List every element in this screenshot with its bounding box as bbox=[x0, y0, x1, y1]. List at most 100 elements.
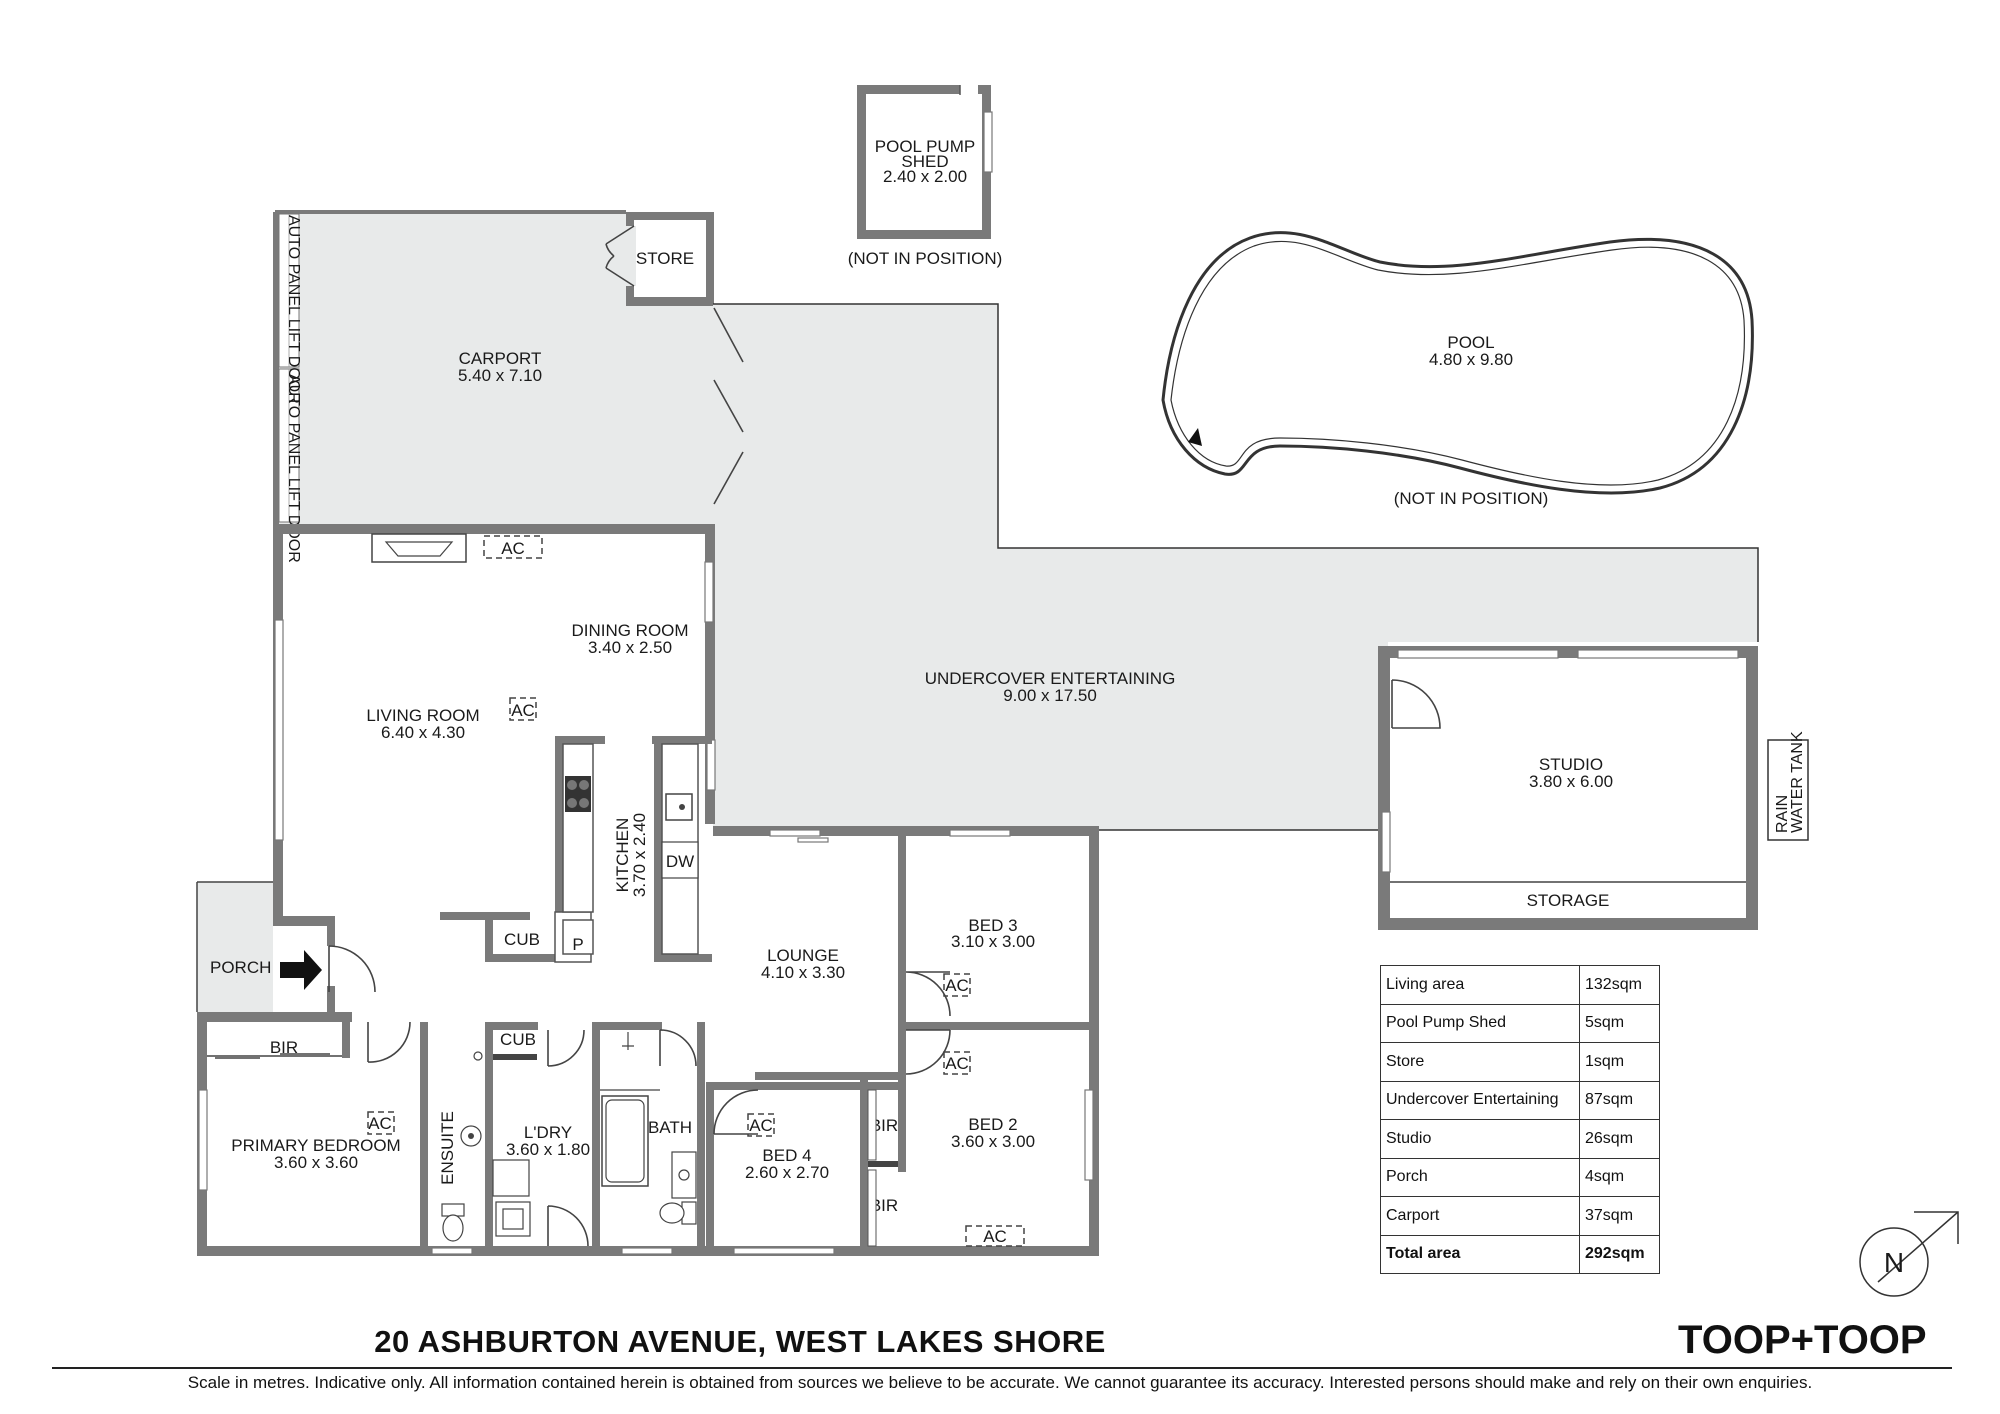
ac-label-5: AC bbox=[749, 1116, 773, 1135]
porch-label: PORCH bbox=[210, 958, 271, 977]
dining-room-dims: 3.40 x 2.50 bbox=[588, 638, 672, 657]
ldry-label: L'DRY bbox=[524, 1123, 572, 1142]
kitchen-label: KITCHEN bbox=[613, 818, 632, 893]
porch bbox=[197, 882, 273, 1012]
pool bbox=[1161, 231, 1754, 495]
undercover-dims: 9.00 x 17.50 bbox=[1003, 686, 1097, 705]
lounge-label: LOUNGE bbox=[767, 946, 839, 965]
pool-pump-shed-label-2: SHED bbox=[901, 152, 948, 171]
auto-door-label-2: AUTO PANEL LIFT DOOR bbox=[285, 374, 302, 563]
ac-unit-7 bbox=[965, 1225, 1025, 1247]
disclaimer-text: Scale in metres. Indicative only. All in… bbox=[187, 1373, 1813, 1392]
area-label: Studio bbox=[1380, 1119, 1580, 1159]
cub-label-1: CUB bbox=[504, 930, 540, 949]
area-value: 26sqm bbox=[1579, 1119, 1660, 1159]
pool-pump-shed-label: POOL PUMP bbox=[875, 137, 975, 156]
pool-note: (NOT IN POSITION) bbox=[1394, 489, 1549, 508]
bath-label: BATH bbox=[648, 1118, 692, 1137]
ac-label-3: AC bbox=[945, 976, 969, 995]
ac-unit-6 bbox=[367, 1111, 395, 1135]
pool-label: POOL bbox=[1447, 333, 1494, 352]
footer-divider bbox=[52, 1367, 1952, 1369]
area-value: 5sqm bbox=[1579, 1003, 1660, 1043]
cub-label-2: CUB bbox=[500, 1030, 536, 1049]
bir-bed4-label: BIR bbox=[870, 1116, 898, 1135]
entry-door[interactable] bbox=[328, 945, 376, 993]
area-value: 4sqm bbox=[1579, 1157, 1660, 1197]
studio-label: STUDIO bbox=[1539, 755, 1603, 774]
ac-unit-5 bbox=[747, 1113, 775, 1137]
area-label: Undercover Entertaining bbox=[1380, 1080, 1580, 1120]
bathroom-fixtures bbox=[441, 1032, 697, 1242]
compass-icon bbox=[1859, 1211, 1959, 1297]
ac-label-6: AC bbox=[368, 1114, 392, 1133]
ac-unit-2 bbox=[509, 697, 537, 721]
store bbox=[605, 212, 714, 306]
dining-room-label: DINING ROOM bbox=[571, 621, 688, 640]
ac-unit-3 bbox=[943, 973, 971, 997]
rain-water-tank bbox=[1767, 739, 1809, 841]
ac-label-1: AC bbox=[501, 539, 525, 558]
studio-dims: 3.80 x 6.00 bbox=[1529, 772, 1613, 791]
pool-dims: 4.80 x 9.80 bbox=[1429, 350, 1513, 369]
bir-bed2-label: BIR bbox=[870, 1196, 898, 1215]
bed3-dims: 3.10 x 3.00 bbox=[951, 932, 1035, 951]
fireplace-icon bbox=[371, 533, 467, 563]
pantry-label: P bbox=[572, 935, 583, 954]
ac-label-4: AC bbox=[945, 1054, 969, 1073]
area-value: 37sqm bbox=[1579, 1196, 1660, 1236]
area-value: 1sqm bbox=[1579, 1042, 1660, 1082]
ensuite-label: ENSUITE bbox=[438, 1111, 457, 1185]
living-room-dims: 6.40 x 4.30 bbox=[381, 723, 465, 742]
area-value: 87sqm bbox=[1579, 1080, 1660, 1120]
area-label: Carport bbox=[1380, 1196, 1580, 1236]
bed2-label: BED 2 bbox=[968, 1115, 1017, 1134]
brand-logo: TOOP+TOOP bbox=[1678, 1318, 1927, 1362]
bed3-label: BED 3 bbox=[968, 916, 1017, 935]
ac-label-7: AC bbox=[983, 1227, 1007, 1246]
wardrobes bbox=[867, 1089, 898, 1247]
ac-label-2: AC bbox=[511, 701, 535, 720]
main-house-walls bbox=[197, 524, 1099, 1256]
primary-bedroom-label: PRIMARY BEDROOM bbox=[231, 1136, 400, 1155]
rain-water-tank-label-2: WATER TANK bbox=[1789, 731, 1806, 833]
area-label: Total area bbox=[1380, 1234, 1580, 1274]
area-label: Store bbox=[1380, 1042, 1580, 1082]
ac-unit-4 bbox=[943, 1051, 971, 1075]
lounge-dims: 4.10 x 3.30 bbox=[761, 963, 845, 982]
kitchen-dims: 3.70 x 2.40 bbox=[630, 813, 649, 897]
area-value: 132sqm bbox=[1579, 965, 1660, 1005]
entry-arrow-icon bbox=[280, 950, 322, 990]
address-title: 20 ASHBURTON AVENUE, WEST LAKES SHORE bbox=[374, 1324, 1106, 1359]
auto-door-label-1: AUTO PANEL LIFT DOOR bbox=[285, 215, 302, 404]
pool-pump-shed bbox=[857, 84, 993, 239]
area-label: Pool Pump Shed bbox=[1380, 1003, 1580, 1043]
bed4-dims: 2.60 x 2.70 bbox=[745, 1163, 829, 1182]
dishwasher-label: DW bbox=[666, 852, 694, 871]
kitchen-fixtures bbox=[562, 743, 699, 955]
undercover-label: UNDERCOVER ENTERTAINING bbox=[925, 669, 1176, 688]
living-room-label: LIVING ROOM bbox=[366, 706, 479, 725]
carport-dims: 5.40 x 7.10 bbox=[458, 366, 542, 385]
bed2-dims: 3.60 x 3.00 bbox=[951, 1132, 1035, 1151]
interior-doors bbox=[367, 971, 951, 1247]
pool-pump-shed-note: (NOT IN POSITION) bbox=[848, 249, 1003, 268]
bed4-label: BED 4 bbox=[762, 1146, 811, 1165]
carport-label: CARPORT bbox=[459, 349, 542, 368]
area-label: Living area bbox=[1380, 965, 1580, 1005]
storage-label: STORAGE bbox=[1527, 891, 1610, 910]
bir-primary-label: BIR bbox=[270, 1038, 298, 1057]
store-label: STORE bbox=[636, 249, 694, 268]
area-value: 292sqm bbox=[1579, 1234, 1660, 1274]
studio bbox=[1378, 646, 1758, 930]
